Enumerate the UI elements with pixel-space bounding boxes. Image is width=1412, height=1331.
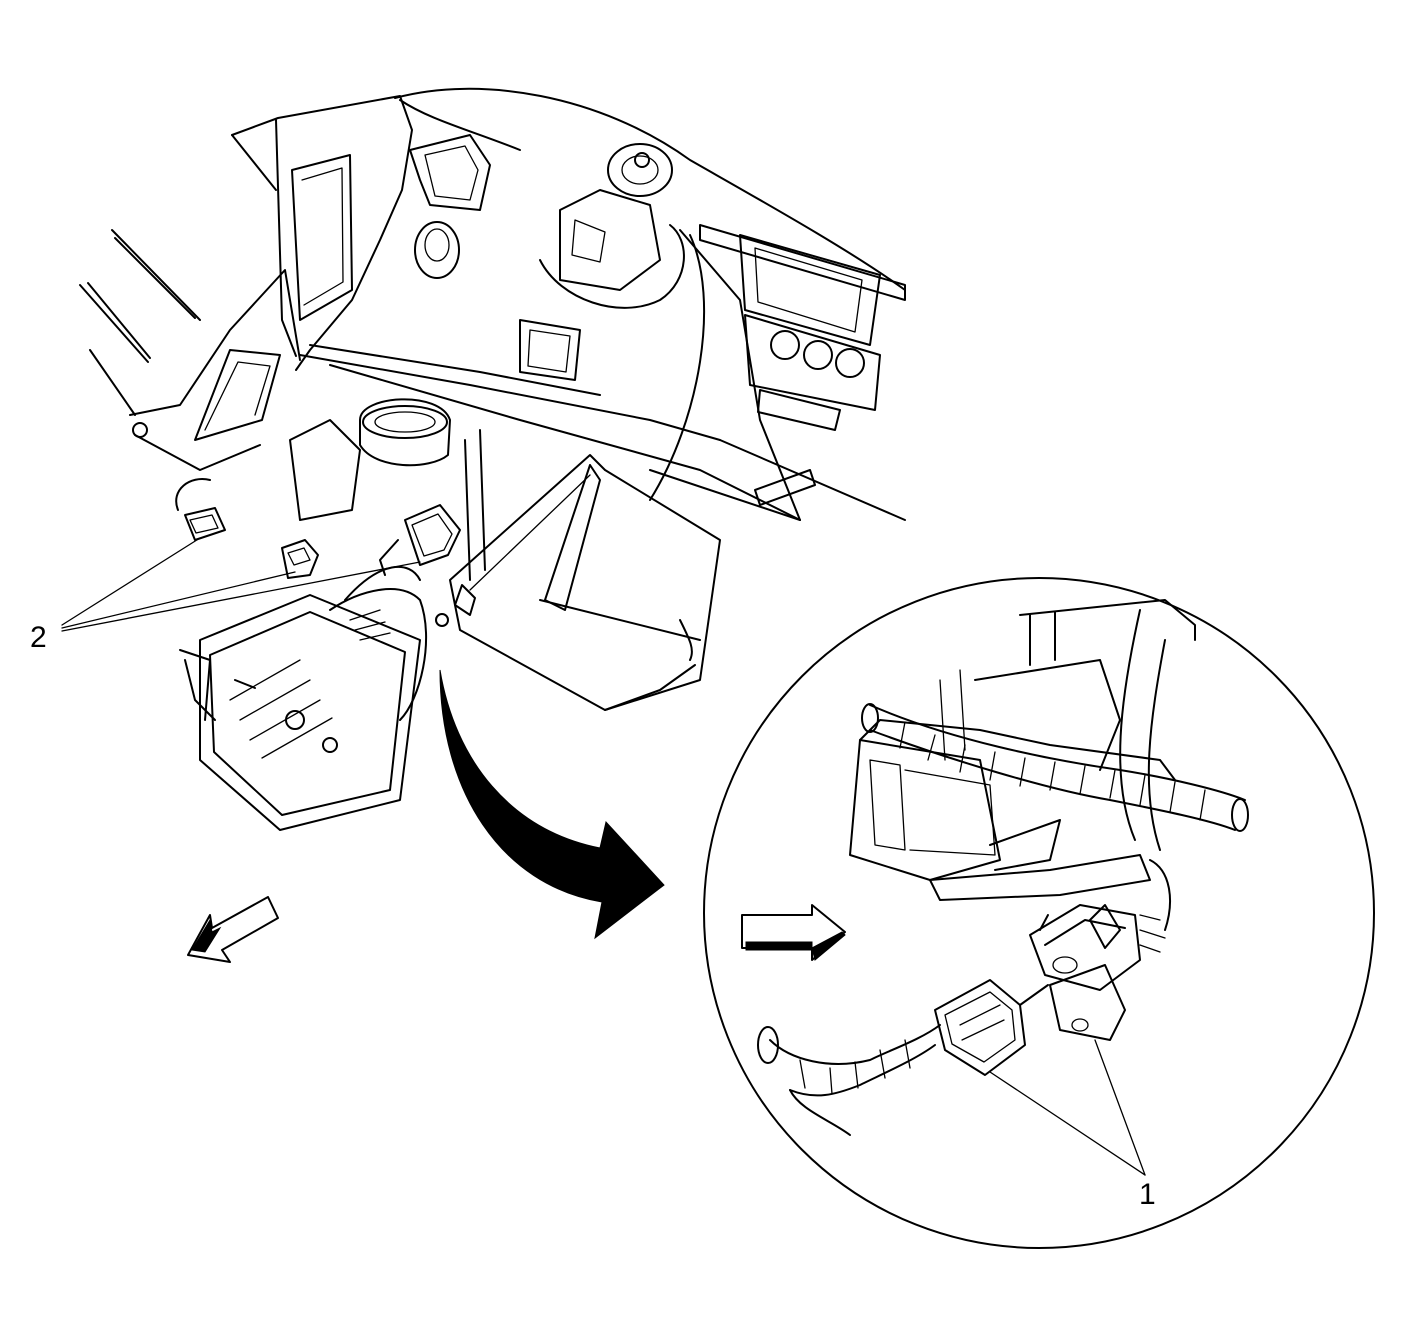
curved-arrow-icon <box>439 669 665 940</box>
body-control-module <box>179 566 428 831</box>
leader-lines-2 <box>61 537 421 632</box>
detail-view <box>703 577 1375 1249</box>
windshield-lines <box>79 229 201 416</box>
instrument-panel-assembly <box>129 87 906 711</box>
arrow-down-left-icon <box>187 896 279 963</box>
connector-pair-2 <box>175 478 461 579</box>
callout-label-1: 1 <box>1139 1178 1156 1211</box>
callout-label-2: 2 <box>30 621 47 654</box>
leader-lines-1 <box>989 1039 1146 1176</box>
arrow-right-icon <box>741 904 846 961</box>
